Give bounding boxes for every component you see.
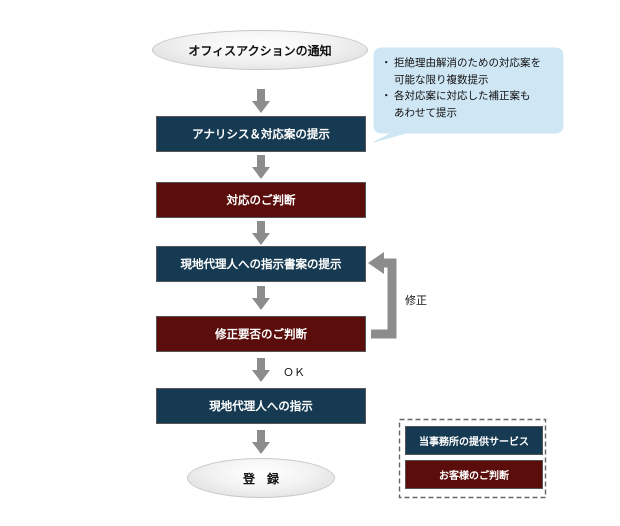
legend-client-decision-label: お客様のご判断 (439, 471, 509, 482)
step-instruction-label: 現地代理人への指示 (209, 399, 313, 413)
callout-bubble (373, 47, 564, 143)
callout-item-line: あわせて提示 (394, 106, 457, 119)
callout-bullet: ・ (381, 90, 392, 102)
step-response-decision-label: 対応のご判断 (226, 193, 296, 207)
legend-frame (398, 418, 547, 499)
end-node: 登 録 (187, 458, 335, 498)
step-instruction-draft: 現地代理人への指示書案の提示 (156, 246, 366, 282)
callout-item: ・ 各対応案に対応した補正案も あわせて提示 (381, 88, 561, 121)
legend-client-decision: お客様のご判断 (405, 460, 543, 489)
down-arrow-1 (252, 89, 270, 113)
down-arrow-6 (252, 430, 270, 454)
callout-item-line: 可能な限り複数提示 (394, 73, 489, 86)
legend-our-service-label: 当事務所の提供サービス (419, 437, 529, 448)
callout-item-line: 各対応案に対応した補正案も (394, 90, 531, 102)
step-instruction-draft-label: 現地代理人への指示書案の提示 (180, 257, 342, 271)
down-arrow-5 (252, 358, 270, 382)
callout: ・ 拒絶理由解消のための対応案を 可能な限り複数提示 ・ 各対応案に対応した補正… (381, 55, 561, 121)
step-revision-decision-label: 修正要否のご判断 (215, 327, 307, 341)
revise-loop-arrowhead (368, 252, 384, 274)
revise-loop-arrow (371, 258, 397, 339)
callout-item-line: 拒絶理由解消のための対応案を (394, 57, 541, 69)
callout-item: ・ 拒絶理由解消のための対応案を 可能な限り複数提示 (381, 55, 561, 88)
step-instruction: 現地代理人への指示 (156, 388, 366, 424)
down-arrow-4 (252, 286, 270, 310)
step-revision-decision: 修正要否のご判断 (156, 316, 366, 352)
down-arrow-3 (252, 221, 270, 245)
end-label: 登 録 (242, 471, 279, 486)
down-arrow-2 (252, 155, 270, 179)
revise-label: 修正 (405, 294, 427, 307)
legend-our-service: 当事務所の提供サービス (405, 426, 543, 455)
start-node: オフィスアクションの通知 (152, 30, 368, 70)
callout-bullet: ・ (381, 57, 392, 69)
step-response-decision: 対応のご判断 (156, 182, 366, 218)
start-label: オフィスアクションの通知 (188, 43, 332, 58)
step-analysis-proposal: アナリシス＆対応案の提示 (156, 116, 366, 152)
ok-label: ＯＫ (283, 366, 305, 379)
step-analysis-proposal-label: アナリシス＆対応案の提示 (192, 127, 330, 141)
